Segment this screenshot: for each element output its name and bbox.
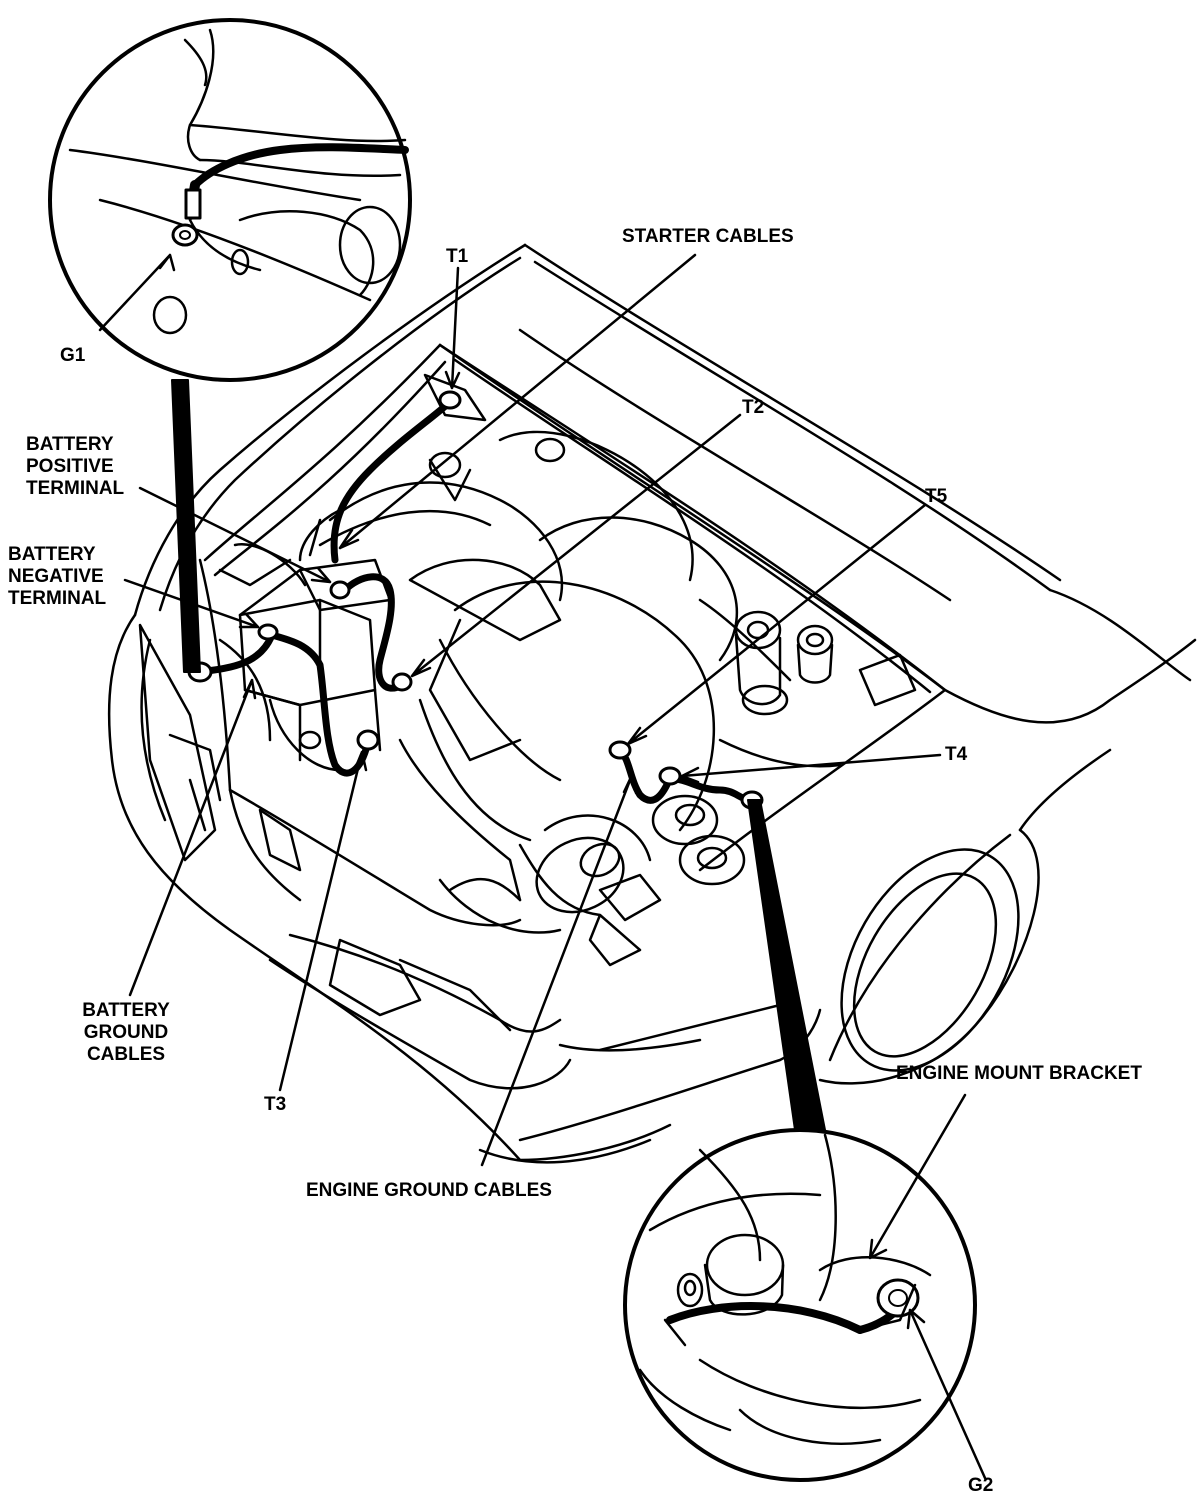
label-engine-mount-bracket: ENGINE MOUNT BRACKET bbox=[896, 1063, 1142, 1084]
label-line: TERMINAL bbox=[26, 478, 125, 499]
g1-callout-tail bbox=[171, 379, 201, 673]
label-g2: G2 bbox=[968, 1475, 994, 1496]
t3-bolt bbox=[356, 729, 380, 751]
leader-lines bbox=[123, 253, 942, 1167]
t1-bolt bbox=[438, 390, 462, 410]
g2-detail-circle bbox=[623, 1093, 987, 1482]
label-g1: G1 bbox=[60, 345, 86, 366]
g1-detail-circle bbox=[48, 18, 412, 382]
label-battery-positive-terminal: BATTERY POSITIVE TERMINAL bbox=[26, 434, 124, 500]
label-t1: T1 bbox=[446, 246, 469, 267]
g2-callout-tail bbox=[747, 799, 826, 1131]
cables bbox=[196, 398, 756, 804]
label-t2: T2 bbox=[742, 397, 765, 418]
label-battery-ground-cables: BATTERY GROUND CABLES bbox=[66, 1000, 186, 1066]
label-line: CABLES bbox=[86, 1044, 166, 1065]
label-engine-ground-cables: ENGINE GROUND CABLES bbox=[306, 1180, 552, 1201]
terminal-bolts bbox=[187, 390, 764, 810]
label-starter-cables: STARTER CABLES bbox=[622, 226, 794, 247]
label-t3: T3 bbox=[264, 1094, 287, 1115]
battery-positive-post bbox=[329, 580, 351, 600]
label-line: GROUND bbox=[83, 1022, 169, 1043]
t2-bolt bbox=[391, 672, 413, 692]
t4-bolt bbox=[658, 766, 682, 786]
label-t5: T5 bbox=[925, 486, 948, 507]
label-t4: T4 bbox=[945, 744, 968, 765]
battery-negative-post bbox=[257, 623, 279, 641]
label-line: NEGATIVE bbox=[8, 566, 104, 587]
label-line: POSITIVE bbox=[26, 456, 114, 477]
label-battery-negative-terminal: BATTERY NEGATIVE TERMINAL bbox=[8, 544, 106, 610]
label-line: BATTERY bbox=[82, 1000, 170, 1021]
engine-compartment bbox=[203, 343, 947, 967]
car-body bbox=[107, 243, 1197, 1164]
label-line: BATTERY bbox=[8, 544, 96, 565]
label-line: BATTERY bbox=[26, 434, 114, 455]
label-line: TERMINAL bbox=[8, 588, 107, 609]
t5-bolt bbox=[608, 740, 632, 760]
